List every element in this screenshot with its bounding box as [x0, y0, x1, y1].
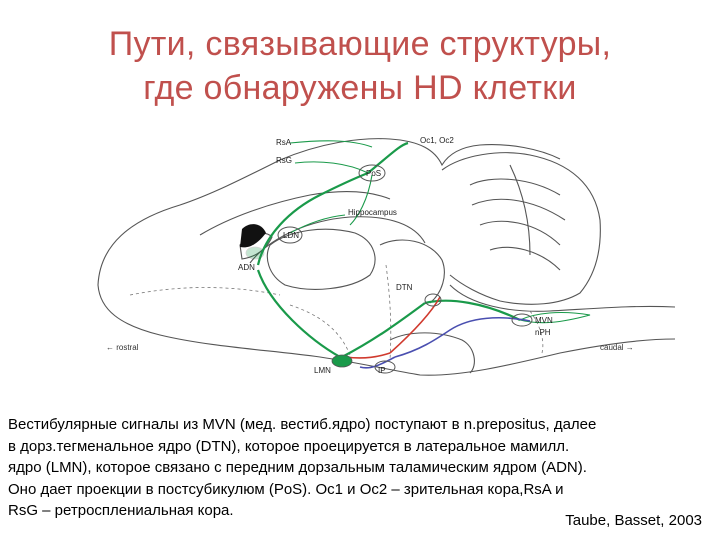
pons-outline: [389, 332, 475, 374]
lmn-nucleus: [331, 354, 353, 368]
pos-nucleus: [358, 164, 386, 182]
internal-borders: [129, 264, 544, 361]
green-adn-to-pos: [256, 171, 369, 266]
green-mvn-loop: [519, 311, 591, 324]
mvn-nucleus: [511, 313, 533, 327]
blue-mvn-to-ip: [394, 317, 531, 358]
cerebellum-folia-2: [471, 198, 566, 221]
brain-sagittal-svg: RsA RsG Oc1, Oc2 PoS Hippocampus LDN ADN…: [97, 136, 676, 376]
caption-line-5: RsG – ретросплениальная кора.: [8, 502, 234, 519]
ventricle-fill: [240, 224, 266, 248]
label-ip: IP: [378, 366, 386, 375]
label-hippocampus: Hippocampus: [348, 208, 397, 217]
green-thin-pathways: [289, 140, 591, 324]
dashed-border-2: [289, 304, 351, 356]
slide-title: Пути, связывающие структуры, где обнаруж…: [0, 22, 720, 110]
caption-line-2: в дорз.тегменальное ядро (DTN), которое …: [8, 437, 570, 455]
green-ldn-link: [289, 214, 346, 234]
cerebellum-folia-5: [509, 164, 531, 256]
title-line-1: Пути, связывающие структуры,: [108, 25, 612, 63]
label-mvn: MVN: [535, 316, 553, 325]
label-ldn: LDN: [283, 231, 299, 240]
ldn-nucleus: [277, 226, 303, 244]
caption-line-1: Вестибулярные сигналы из MVN (мед. вести…: [8, 416, 597, 433]
label-adn: ADN: [238, 263, 255, 272]
cerebellum-folia-4: [489, 246, 561, 271]
cerebellum-folia-3: [479, 220, 561, 246]
hippocampus-arc: [249, 216, 426, 264]
midbrain-outline: [379, 239, 445, 304]
dashed-border-4: [529, 310, 544, 354]
dashed-border-3: [385, 264, 392, 361]
label-lmn: LMN: [314, 366, 331, 375]
label-nph: nPH: [535, 328, 551, 337]
brain-pathway-diagram: RsA RsG Oc1, Oc2 PoS Hippocampus LDN ADN…: [90, 125, 690, 390]
blue-pathways: [359, 317, 531, 369]
green-to-rsa: [289, 140, 373, 148]
nuclei: [245, 164, 533, 374]
cerebellum-outline: [441, 152, 601, 305]
green-pos-loop: [367, 141, 409, 174]
blue-ip-loop: [359, 356, 396, 369]
cortex-outline: [97, 138, 561, 286]
thalamus-outline: [266, 228, 376, 290]
brain-outline: [97, 138, 676, 376]
dtn-nucleus: [424, 293, 442, 307]
title-line-2: где обнаружены HD клетки: [143, 69, 577, 107]
brainstem-outline: [449, 284, 676, 312]
ip-nucleus: [374, 360, 396, 374]
label-rostral: ← rostral: [106, 343, 139, 352]
corpus-callosum: [199, 190, 391, 236]
label-rsa: RsA: [276, 138, 292, 147]
red-pathways: [345, 296, 441, 359]
caption: Вестибулярные сигналы из MVN (мед. вести…: [8, 414, 716, 522]
structure-labels: RsA RsG Oc1, Oc2 PoS Hippocampus LDN ADN…: [106, 136, 634, 375]
label-caudal: caudal →: [600, 343, 634, 352]
label-pos: PoS: [366, 169, 381, 178]
cerebellum-folia-1: [469, 178, 561, 196]
caption-line-4: Оно дает проекции в постсубикулюм (PoS).…: [8, 480, 564, 498]
green-pathways: [256, 141, 521, 358]
source-credit: Taube, Basset, 2003: [565, 512, 702, 529]
green-mvn-to-dtn: [424, 299, 521, 321]
label-dtn: DTN: [396, 283, 413, 292]
dashed-border-1: [129, 287, 281, 296]
label-rsg: RsG: [276, 156, 292, 165]
red-ip-to-lmn: [345, 352, 391, 359]
green-to-rsg: [294, 161, 369, 174]
red-dtn-to-ip: [389, 296, 441, 354]
green-lmn-to-adn: [256, 269, 341, 358]
label-oc: Oc1, Oc2: [420, 136, 454, 145]
caption-line-3: ядро (LMN), которое связано с передним д…: [8, 459, 587, 476]
green-dtn-to-lmn: [341, 302, 426, 358]
adn-nucleus: [245, 246, 265, 260]
